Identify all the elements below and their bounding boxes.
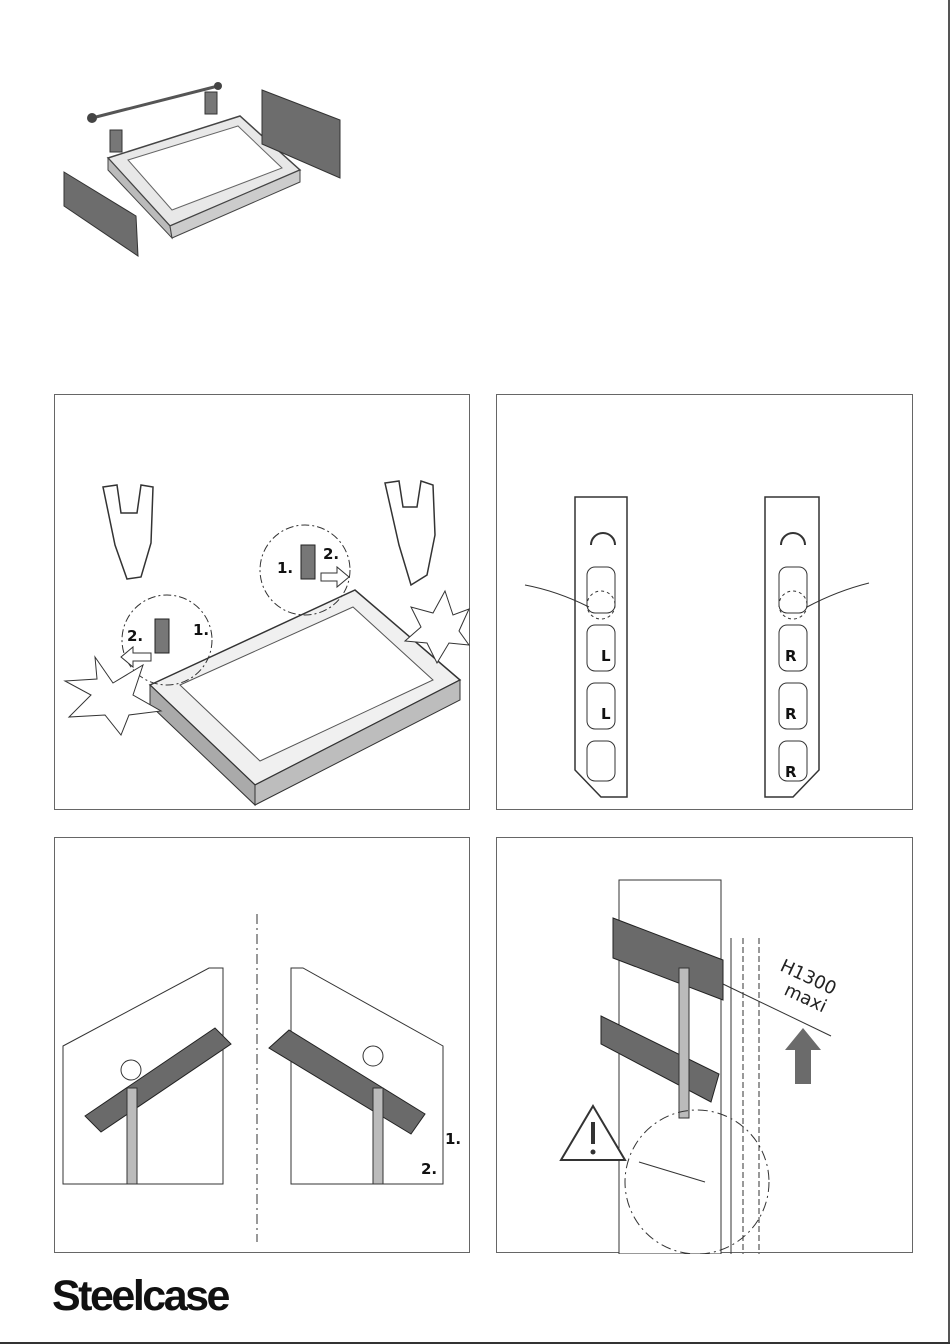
mount-drawer-illustration: 1. 2. <box>55 838 471 1254</box>
clip-detail-left <box>155 619 169 653</box>
mark-r-1: R <box>785 647 797 665</box>
step-2: 2. <box>421 1160 437 1178</box>
mark-r-2: R <box>785 705 797 723</box>
brand-logo: Steelcase <box>52 1272 228 1321</box>
step-1-right: 1. <box>277 559 293 577</box>
mark-r-3: R <box>785 763 797 781</box>
clip-left-outline <box>103 485 153 579</box>
panel-mount-drawer: 1. 2. <box>54 837 470 1253</box>
clip-right <box>205 92 217 114</box>
mark-l-2: L <box>601 705 611 723</box>
rail <box>679 968 689 1118</box>
clip-installation-illustration: 2. 1. 1. 2. <box>55 395 471 811</box>
height-limit-illustration: H1300 maxi <box>497 838 914 1254</box>
warning-icon-dot <box>591 1150 596 1155</box>
panel-height-limit: H1300 maxi <box>496 837 913 1253</box>
step-1-left: 1. <box>193 621 209 639</box>
rail-left <box>127 1088 137 1184</box>
cabinet-left <box>63 968 223 1184</box>
arrow-up-icon <box>785 1028 821 1084</box>
rod-end-left <box>87 113 97 123</box>
clip-detail-right <box>301 545 315 579</box>
exploded-overview-illustration <box>50 78 350 268</box>
step-2-left: 2. <box>127 627 143 645</box>
step-1: 1. <box>445 1130 461 1148</box>
panel-left-right-uprights: L L R R R <box>496 394 913 810</box>
panel-clip-installation: 2. 1. 1. 2. <box>54 394 470 810</box>
arrow-right-out <box>321 567 349 587</box>
arrow-left-out <box>121 647 151 667</box>
cabinet-right <box>291 968 443 1184</box>
rod <box>92 86 218 118</box>
uprights-illustration: L L R R R <box>497 395 914 811</box>
click-star-left <box>65 657 161 735</box>
rod-end-right <box>214 82 222 90</box>
step-2-right: 2. <box>323 545 339 563</box>
clip-left <box>110 130 122 152</box>
clip-right-outline <box>385 481 435 585</box>
mark-l-1: L <box>601 647 611 665</box>
rail-right <box>373 1088 383 1184</box>
